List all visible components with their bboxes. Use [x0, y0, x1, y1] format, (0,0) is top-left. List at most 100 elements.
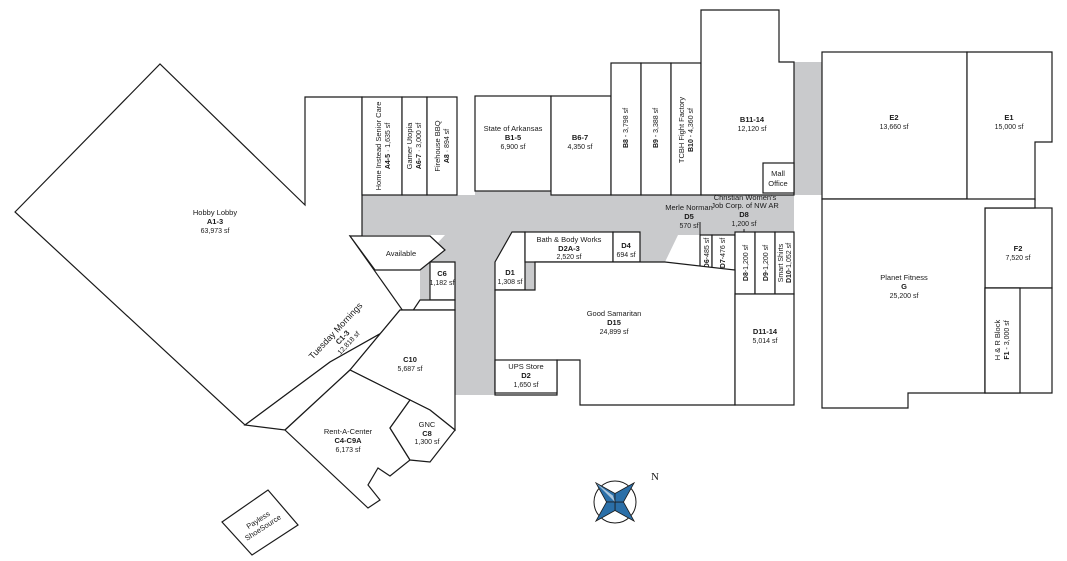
unit-code: D2 [521, 371, 531, 380]
unit-d10-smart-shirts[interactable]: Smart Shirts D10-1,052 sf [774, 231, 795, 295]
unit-sqft: 4,350 sf [568, 144, 593, 151]
unit-name: State of Arkansas [484, 124, 543, 133]
corridor [362, 62, 822, 395]
unit-code: A1-3 [207, 217, 223, 226]
unit-name: Good Samaritan [587, 309, 642, 318]
unit-code-sqft: B8 - 3,798 sf [623, 108, 630, 148]
unit-sqft: 12,120 sf [738, 126, 767, 133]
unit-code: B1-5 [505, 133, 521, 142]
unit-name: Christian Women's [714, 193, 777, 202]
unit-code-sqft: A4-5 · 1,635 sf [385, 123, 392, 169]
unit-sqft: 1,308 sf [498, 279, 523, 286]
unit-available[interactable]: Available [348, 235, 446, 271]
unit-sqft: 5,687 sf [398, 366, 423, 373]
unit-tcbh-fight-factory[interactable]: TCBH Fight Factory B10 - 4,360 sf [670, 62, 702, 196]
unit-code: G [901, 282, 907, 291]
unit-sqft: 63,973 sf [201, 228, 230, 235]
unit-name: Mall [771, 169, 785, 178]
unit-code: B6-7 [572, 133, 588, 142]
unit-name: Smart Shirts [778, 243, 785, 282]
unit-code: D2A-3 [558, 244, 580, 253]
unit-c6[interactable]: C6 1,182 sf [429, 261, 456, 301]
unit-d4[interactable]: D4 694 sf [612, 231, 641, 263]
label-christian-womens: Christian Women's Job Corp. of NW AR [711, 193, 779, 210]
unit-code-sqft: D10-1,052 sf [786, 243, 793, 283]
unit-b9[interactable]: B9 - 3,388 sf [640, 62, 672, 196]
unit-sqft: 15,000 sf [995, 124, 1024, 131]
unit-e1[interactable]: E1 15,000 sf [966, 51, 1053, 201]
unit-sqft: 6,173 sf [336, 447, 361, 454]
unit-name: TCBH Fight Factory [677, 97, 686, 164]
unit-code-sqft: D6-485 sf [704, 238, 711, 268]
unit-code: D4 [621, 241, 631, 250]
unit-gnc[interactable]: GNC C8 1,300 sf [389, 399, 456, 463]
unit-code: D5 [684, 212, 694, 221]
unit-f2[interactable]: F2 7,520 sf [984, 207, 1053, 289]
unit-rent-a-center[interactable]: Rent-A-Center C4-C9A 6,173 sf [284, 369, 411, 509]
unit-code: F2 [1014, 244, 1023, 253]
unit-sqft: 694 sf [616, 252, 635, 259]
unit-code-sqft: A6-7 · 3,000 sf [416, 123, 423, 169]
unit-d11-14[interactable]: D11-14 5,014 sf [734, 293, 795, 406]
unit-firehouse-bbq[interactable]: Firehouse BBQ A8 · 894 sf [426, 96, 458, 196]
unit-name-2: Office [768, 179, 787, 188]
unit-name: Home Instead Senior Care [374, 102, 383, 191]
unit-code-sqft: B10 - 4,360 sf [688, 108, 695, 152]
unit-sqft: 25,200 sf [890, 293, 919, 300]
unit-code: C4-C9A [334, 436, 362, 445]
unit-name: H & R Block [993, 320, 1002, 361]
unit-state-of-arkansas[interactable]: State of Arkansas B1-5 6,900 sf [474, 95, 552, 192]
unit-code: C10 [403, 355, 417, 364]
unit-code: C6 [437, 269, 447, 278]
unit-b8[interactable]: B8 - 3,798 sf [610, 62, 642, 196]
unit-sqft: 570 sf [679, 223, 698, 230]
unit-name: Available [386, 249, 416, 258]
unit-sqft: 6,900 sf [501, 144, 526, 151]
unit-code: C8 [422, 429, 432, 438]
unit-b11-14[interactable]: B11-14 12,120 sf [700, 9, 795, 196]
compass-north-label: N [651, 471, 659, 483]
unit-d6[interactable]: D6-485 sf [699, 234, 713, 271]
unit-home-instead[interactable]: Home Instead Senior Care A4-5 · 1,635 sf [361, 96, 403, 196]
unit-code-sqft: D9-1,200 sf [763, 245, 770, 281]
unit-code-sqft: B9 - 3,388 sf [653, 108, 660, 148]
unit-code: D15 [607, 318, 621, 327]
unit-gamer-utopia[interactable]: Gamer Utopia A6-7 · 3,000 sf [401, 96, 428, 196]
unit-name: Rent-A-Center [324, 427, 373, 436]
unit-e2[interactable]: E2 13,660 sf [821, 51, 968, 200]
unit-sqft: 13,660 sf [880, 124, 909, 131]
unit-name: GNC [419, 420, 436, 429]
unit-h-and-r-block[interactable]: H & R Block F1 - 3,000 sf [984, 287, 1053, 394]
unit-sqft: 1,650 sf [514, 382, 539, 389]
unit-name: Planet Fitness [880, 273, 928, 282]
unit-sqft: 24,899 sf [600, 329, 629, 336]
unit-name: Firehouse BBQ [433, 120, 442, 171]
unit-sqft: 5,014 sf [753, 338, 778, 345]
unit-sqft: 1,200 sf [732, 221, 757, 228]
unit-code: D1 [505, 268, 515, 277]
unit-code-sqft: D8-1,200 sf [743, 245, 750, 281]
unit-ups-store[interactable]: UPS Store D2 1,650 sf [494, 359, 558, 394]
unit-d9[interactable]: D9-1,200 sf [754, 231, 776, 295]
unit-code: D11-14 [753, 327, 778, 336]
unit-name: Merle Norman [665, 203, 713, 212]
unit-code: E1 [1004, 113, 1013, 122]
unit-code: D8 [739, 210, 749, 219]
unit-d7[interactable]: D7-476 sf [711, 234, 736, 271]
unit-b6-7[interactable]: B6-7 4,350 sf [550, 95, 612, 196]
unit-code-sqft: A8 · 894 sf [444, 129, 451, 163]
unit-code-sqft: D7-476 sf [720, 238, 727, 268]
unit-name: Hobby Lobby [193, 208, 237, 217]
unit-payless[interactable]: Payless ShoeSource [221, 489, 299, 556]
unit-sqft: 7,520 sf [1006, 255, 1031, 262]
unit-code-sqft: F1 - 3,000 sf [1004, 320, 1011, 359]
unit-d8[interactable]: D8-1,200 sf [734, 231, 756, 295]
unit-name: UPS Store [508, 362, 543, 371]
unit-name-2: Job Corp. of NW AR [711, 201, 779, 210]
unit-sqft: 1,300 sf [415, 439, 440, 446]
unit-sqft: 1,182 sf [430, 280, 455, 287]
unit-name: Gamer Utopia [405, 122, 414, 170]
unit-mall-office[interactable]: Mall Office [762, 162, 795, 194]
unit-bath-body-works[interactable]: Bath & Body Works D2A-3 2,520 sf [524, 231, 614, 263]
